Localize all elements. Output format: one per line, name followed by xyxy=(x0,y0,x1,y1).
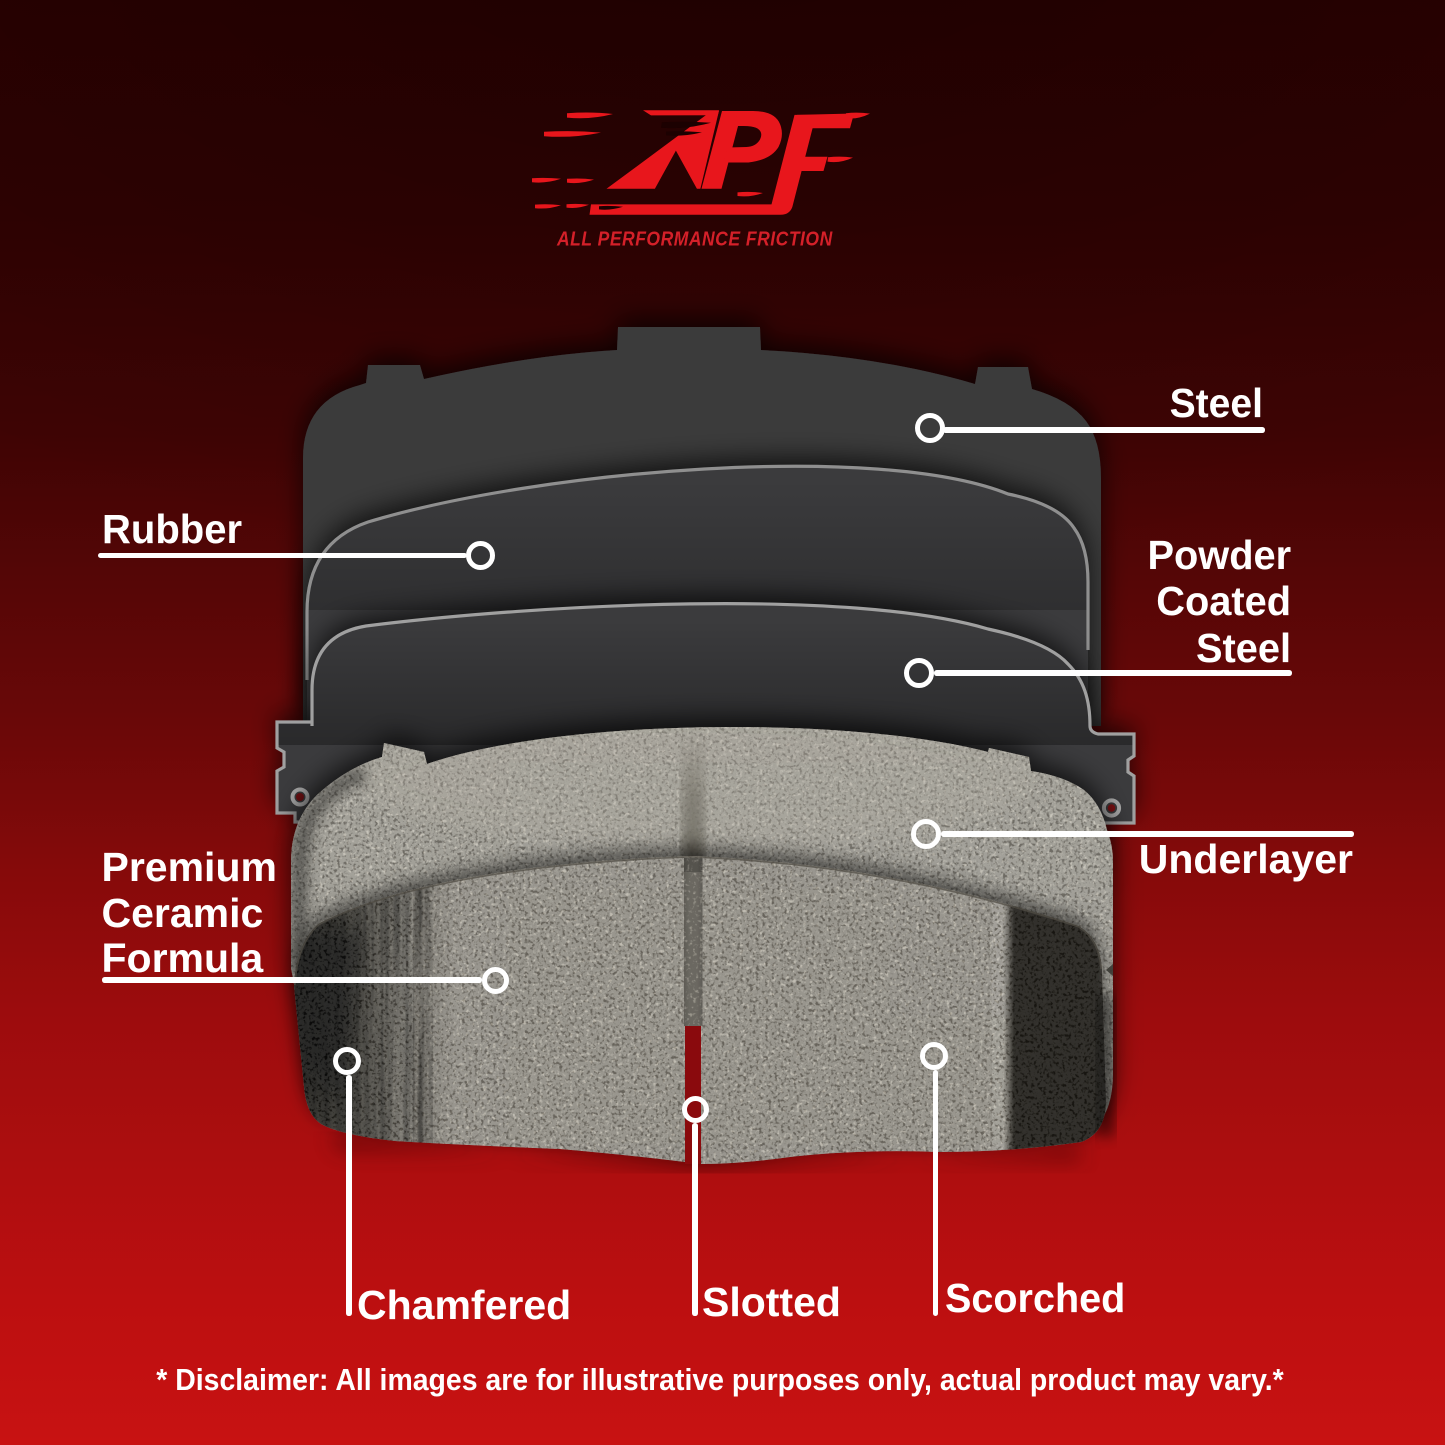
svg-text:ALL PERFORMANCE FRICTION: ALL PERFORMANCE FRICTION xyxy=(556,228,833,251)
